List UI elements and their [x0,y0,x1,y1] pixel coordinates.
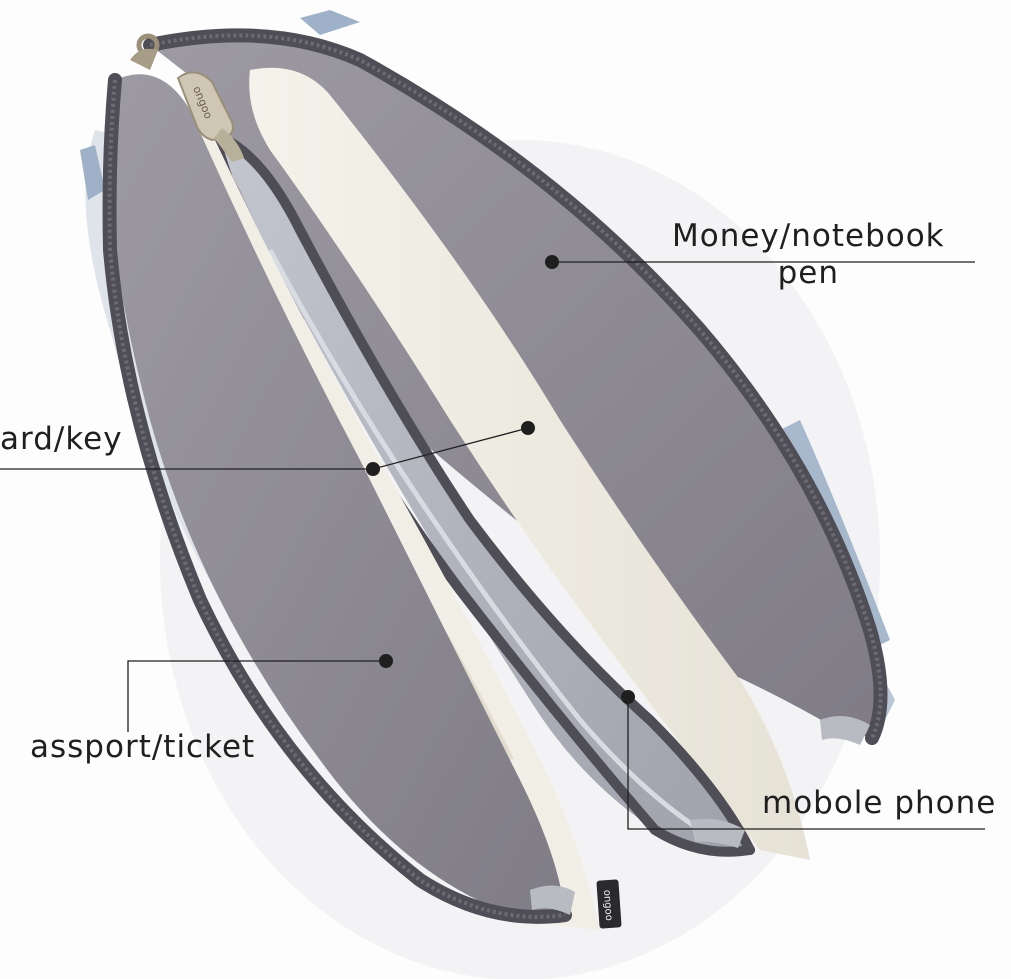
canvas-divider-back [249,67,810,861]
zipper-pull-back [130,33,160,70]
label-money-line2: pen [777,255,840,292]
card-dot-left [366,462,380,476]
passport-leader [127,660,386,732]
zipper-pull-main: ongoo [176,71,244,162]
card-dot-right [521,421,535,435]
label-mobile-phone: mobole phone [762,785,997,821]
phone-leader [627,697,985,830]
passport-dot [379,654,393,668]
phone-dot [621,690,635,704]
money-dot [545,255,559,269]
brand-tag: ongoo [596,879,622,929]
label-money-notebook: Money/notebook pen [672,218,945,292]
label-passport-ticket: assport/ticket [30,729,256,765]
card-leader-second [372,427,529,470]
brand-tag-text: ongoo [601,889,614,921]
annotation-dots [366,255,635,704]
front-pocket [102,73,575,924]
label-money-line1: Money/notebook [672,218,945,254]
label-card-key: ard/key [0,421,123,457]
annotation-lines [0,261,985,830]
